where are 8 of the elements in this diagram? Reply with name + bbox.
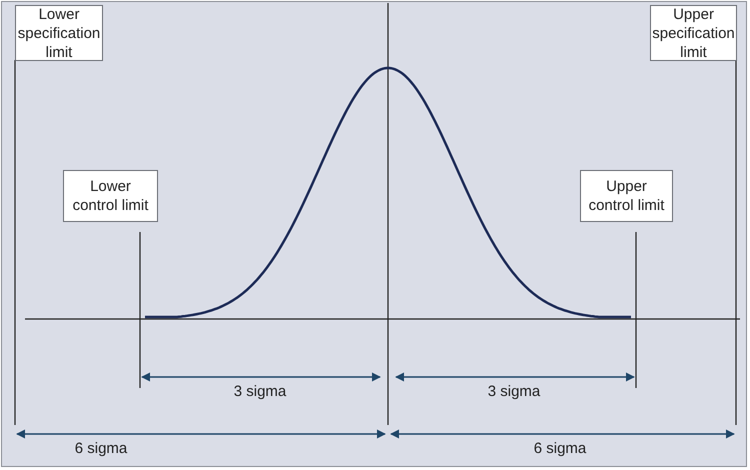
label-box: Upper specification limit [650,5,737,61]
label-box: Upper control limit [580,170,673,222]
dimension-label: 6 sigma [74,440,128,457]
label-box: Lower control limit [63,170,158,222]
label-box: Lower specification limit [15,5,103,61]
dimension-label: 3 sigma [234,383,286,400]
dimension-label: 3 sigma [488,383,540,400]
dimension-label: 6 sigma [534,440,586,457]
